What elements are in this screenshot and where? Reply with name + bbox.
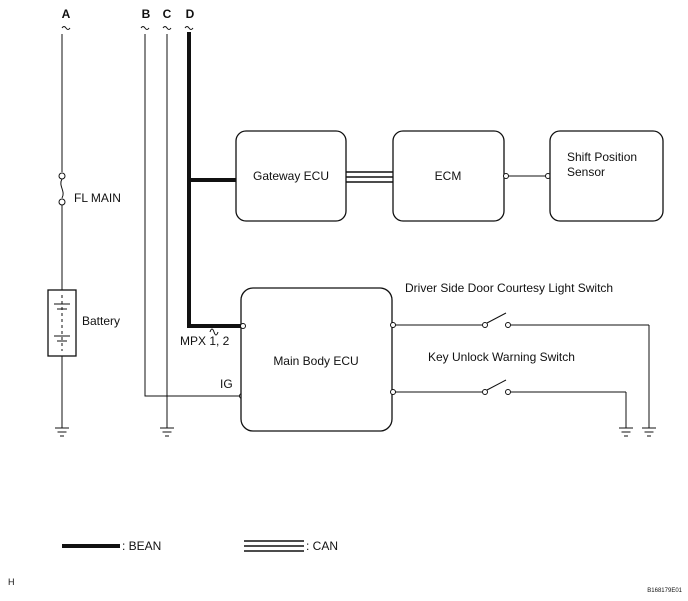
- switch-icon: [486, 312, 507, 324]
- shift-sensor-label-line2: Sensor: [567, 165, 605, 179]
- main-body-ecu-label: Main Body ECU: [273, 354, 358, 368]
- gateway-ecu-label: Gateway ECU: [253, 169, 329, 183]
- key-unlock-switch-label: Key Unlock Warning Switch: [428, 350, 575, 364]
- column-a-circuit: [47, 34, 77, 437]
- mpx-break-mark: [209, 328, 219, 336]
- column-label-b: B: [142, 7, 151, 21]
- column-label-d: D: [186, 7, 195, 21]
- ig-terminal-label: IG: [220, 377, 233, 391]
- fuse-icon: [60, 178, 64, 199]
- shift-position-sensor-box: [549, 130, 664, 222]
- can-legend-label: : CAN: [306, 539, 338, 553]
- door-courtesy-switch-label: Driver Side Door Courtesy Light Switch: [405, 281, 613, 295]
- key-unlock-switch-circuit: [392, 379, 633, 437]
- legend: : BEAN : CAN: [62, 539, 338, 553]
- ecm-label: ECM: [435, 169, 462, 183]
- column-c-wire: [160, 34, 174, 437]
- battery-label: Battery: [82, 314, 120, 328]
- mpx-terminal-label: MPX 1, 2: [180, 334, 230, 348]
- column-label-c: C: [163, 7, 172, 21]
- footer-left-mark: H: [8, 577, 15, 587]
- column-b-wire: [144, 34, 241, 397]
- door-courtesy-switch-circuit: [392, 312, 656, 437]
- bean-legend-label: : BEAN: [122, 539, 161, 553]
- main-body-ecu-box: [240, 287, 393, 432]
- battery-box: [47, 289, 77, 357]
- column-label-a: A: [62, 7, 71, 21]
- break-marks: [61, 26, 194, 30]
- gateway-ecu-box: [235, 130, 347, 222]
- figure-code: B168179E01: [647, 588, 682, 594]
- shift-sensor-label-line1: Shift Position: [567, 150, 637, 164]
- switch-icon: [486, 379, 507, 391]
- fl-main-label: FL MAIN: [74, 191, 121, 205]
- bean-bus: [187, 32, 242, 328]
- can-bus: [346, 171, 393, 183]
- can-legend-swatch: [244, 540, 304, 552]
